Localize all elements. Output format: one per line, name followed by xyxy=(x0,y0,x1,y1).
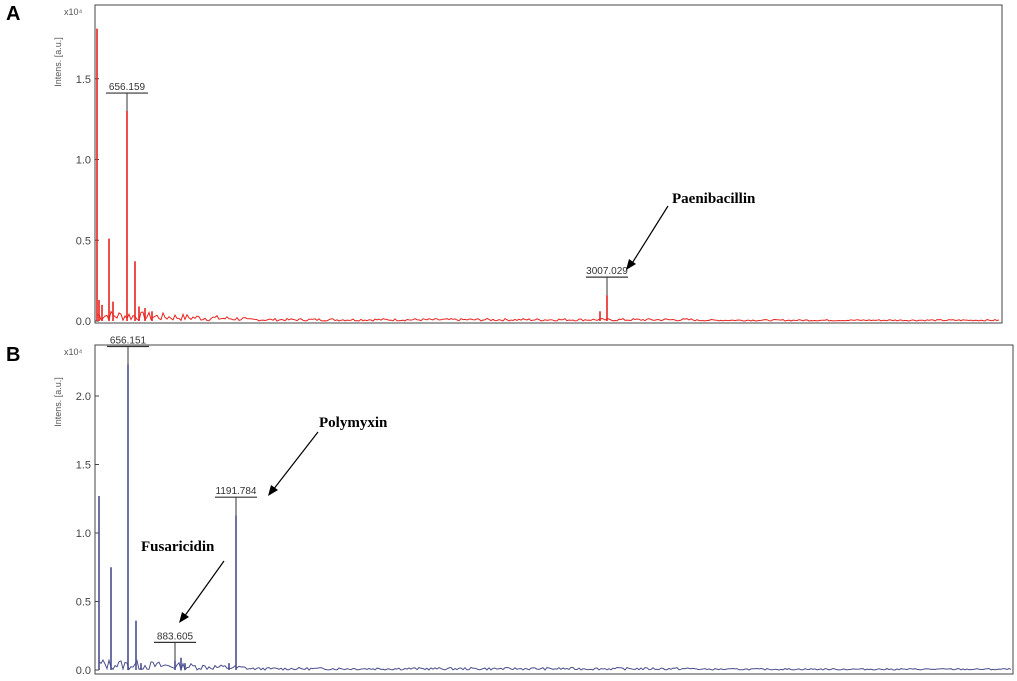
panel-a: A x10⁴ Intens. [a.u.] 0.0 0.5 1.0 1.5 656.1… xyxy=(6,3,1003,328)
panel-a-y-axis-title: Intens. [a.u.] xyxy=(53,37,63,87)
y-tick-label: 0.5 xyxy=(76,235,91,247)
panel-b: B x10⁴ Intens. [a.u.] 0.0 0.5 1.0 1.5 2.0 65… xyxy=(6,335,1014,677)
y-tick-label: 1.0 xyxy=(76,155,91,167)
panel-b-peaks xyxy=(98,364,237,670)
panel-a-plot-frame xyxy=(94,4,1003,324)
peak-label: 656.151 xyxy=(110,335,147,346)
panel-a-letter: A xyxy=(6,3,20,25)
annotation-paenibacillin-arrow xyxy=(630,205,669,266)
peak-label: 883.605 xyxy=(157,631,194,642)
y-tick-label: 1.0 xyxy=(76,528,91,540)
panel-b-plot-frame xyxy=(94,344,1014,675)
annotation-paenibacillin-arrowhead xyxy=(626,259,636,270)
panel-a-y-multiplier: x10⁴ xyxy=(64,7,83,17)
y-tick-label: 1.5 xyxy=(76,460,91,472)
panel-b-y-axis-title: Intens. [a.u.] xyxy=(53,377,63,427)
y-tick-label: 1.5 xyxy=(76,74,91,86)
peak-label: 656.159 xyxy=(109,82,146,93)
panel-b-peak-labels: 656.151 883.605 1191.784 xyxy=(107,335,257,661)
y-tick-label: 0.0 xyxy=(76,665,91,677)
annotation-fusaricidin: Fusaricidin xyxy=(141,539,215,555)
y-tick-label: 0.5 xyxy=(76,597,91,609)
y-tick-label: 0.0 xyxy=(76,316,91,328)
panel-b-y-multiplier: x10⁴ xyxy=(64,347,83,357)
peak-label: 1191.784 xyxy=(216,486,257,497)
annotation-polymyxin: Polymyxin xyxy=(319,415,388,431)
panel-a-peaks xyxy=(96,28,608,321)
panel-b-letter: B xyxy=(6,344,20,366)
peak-label: 3007.029 xyxy=(586,266,628,277)
annotation-polymyxin-arrowhead xyxy=(268,485,278,496)
panel-a-y-ticks: 0.0 0.5 1.0 1.5 xyxy=(76,74,99,328)
y-tick-label: 2.0 xyxy=(76,391,91,403)
annotation-paenibacillin: Paenibacillin xyxy=(672,191,756,207)
annotation-fusaricidin-arrow xyxy=(183,560,225,618)
annotation-polymyxin-arrow xyxy=(272,431,319,491)
panel-b-baseline-noise xyxy=(98,658,1012,672)
annotation-fusaricidin-arrowhead xyxy=(179,612,189,623)
panel-b-y-ticks: 0.0 0.5 1.0 1.5 2.0 xyxy=(76,391,99,677)
panel-a-baseline-noise xyxy=(96,310,1000,322)
panel-a-peak-labels: 656.159 3007.029 xyxy=(106,82,628,296)
